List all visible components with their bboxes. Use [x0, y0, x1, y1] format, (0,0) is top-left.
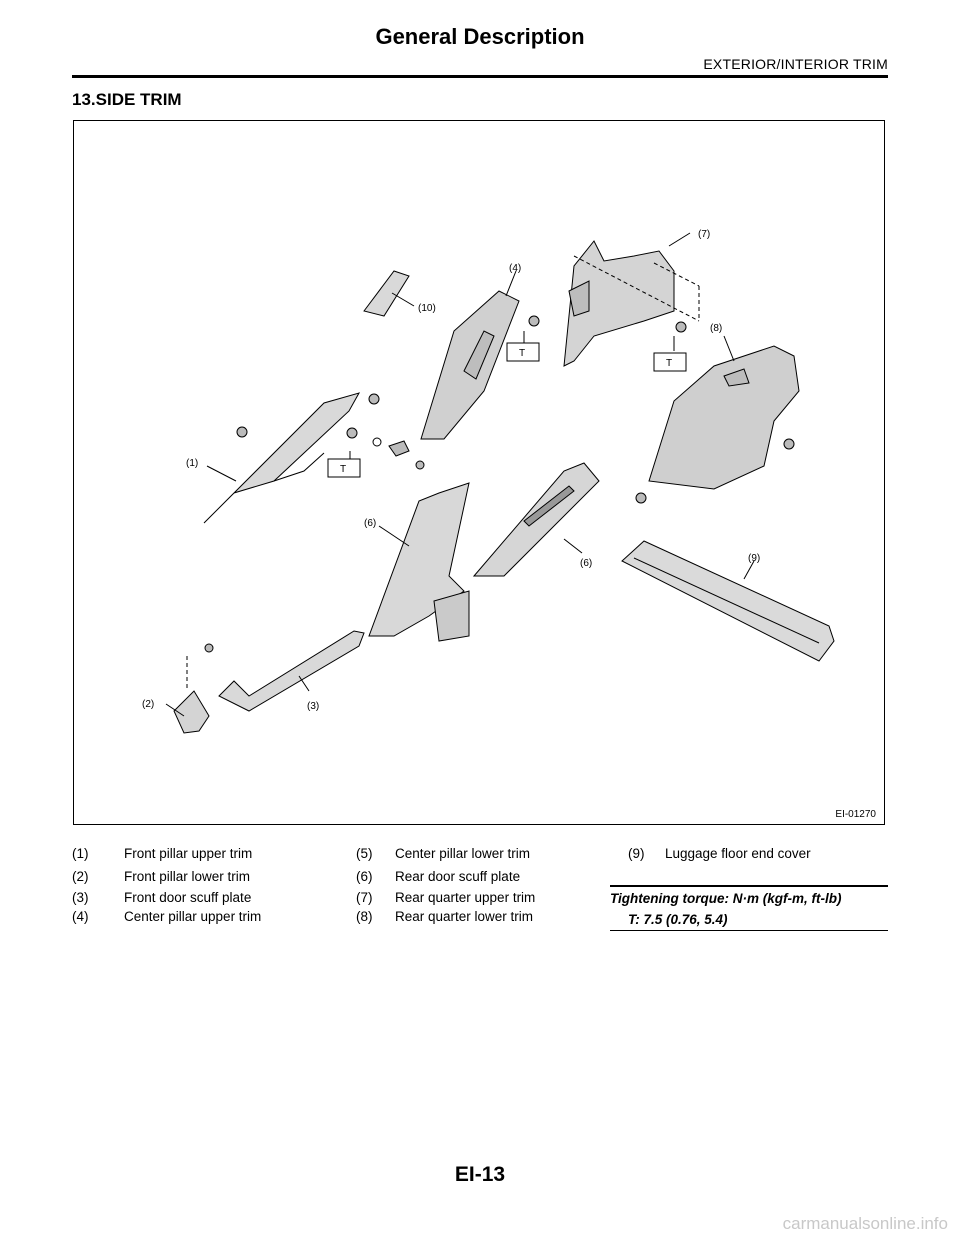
- torque-spec: Tightening torque: N·m (kgf-m, ft-lb) T:…: [610, 885, 888, 931]
- callout-7: (7): [698, 229, 710, 240]
- torque-mark-1: T: [340, 464, 346, 475]
- callout-9: (9): [748, 553, 760, 564]
- callout-6b: (6): [580, 558, 592, 569]
- callout-4: (4): [509, 263, 521, 274]
- torque-value: T: 7.5 (0.76, 5.4): [628, 911, 728, 927]
- callout-10: (10): [418, 303, 436, 314]
- legend-num: (6): [356, 869, 373, 884]
- callout-1: (1): [186, 458, 198, 469]
- part-grab-handle: [363, 270, 410, 317]
- part-front-scuff-plate: [218, 630, 365, 712]
- torque-mark-2: T: [519, 348, 525, 359]
- legend-label: Center pillar lower trim: [395, 846, 531, 861]
- torque-rule-top: [610, 885, 888, 887]
- torque-rule-bottom: [610, 929, 888, 931]
- legend-num: (4): [72, 909, 89, 924]
- torque-heading: Tightening torque: N·m (kgf-m, ft-lb): [610, 890, 842, 906]
- legend-label: Center pillar upper trim: [124, 909, 262, 924]
- watermark: carmanualsonline.info: [782, 1214, 948, 1233]
- callout-8: (8): [710, 323, 722, 334]
- legend-label: Front pillar upper trim: [124, 846, 253, 861]
- header-rule: [72, 75, 888, 78]
- callout-2: (2): [142, 699, 154, 710]
- legend-label: Rear quarter lower trim: [395, 909, 534, 924]
- part-front-pillar-upper: [203, 392, 361, 524]
- part-front-pillar-lower: [173, 690, 210, 734]
- section-header: EXTERIOR/INTERIOR TRIM: [703, 56, 888, 72]
- legend-label: Front pillar lower trim: [124, 869, 251, 884]
- page-number: EI-13: [454, 1163, 506, 1186]
- callout-3: (3): [307, 701, 319, 712]
- legend-label: Front door scuff plate: [124, 890, 252, 905]
- legend-label: Rear door scuff plate: [395, 869, 521, 884]
- legend-label: Luggage floor end cover: [665, 846, 811, 861]
- legend-num: (8): [356, 909, 373, 924]
- page-title: General Description: [375, 24, 585, 49]
- trim-exploded-view: (1) (2) (3) (4) (6) (6) (7) (8) (9) (10)…: [142, 229, 835, 734]
- section-subtitle: 13.SIDE TRIM: [72, 90, 182, 109]
- figure-code: EI-01270: [835, 809, 876, 820]
- legend-num: (1): [72, 846, 89, 861]
- legend-num: (9): [628, 846, 645, 861]
- legend-num: (3): [72, 890, 89, 905]
- part-rear-quarter-lower: [648, 345, 800, 490]
- callout-6a: (6): [364, 518, 376, 529]
- legend-num: (7): [356, 890, 373, 905]
- legend-label: Rear quarter upper trim: [395, 890, 536, 905]
- torque-mark-3: T: [666, 358, 672, 369]
- trim-diagram: (1) (2) (3) (4) (6) (6) (7) (8) (9) (10)…: [73, 120, 885, 825]
- legend-num: (5): [356, 846, 373, 861]
- legend-num: (2): [72, 869, 89, 884]
- part-rear-quarter-upper: [563, 240, 675, 367]
